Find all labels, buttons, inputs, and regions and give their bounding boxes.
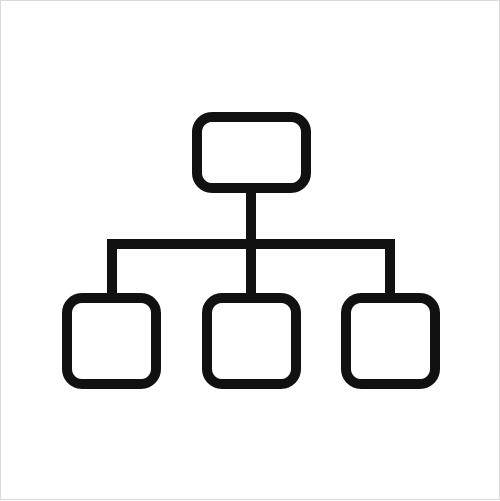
child-node-center-box [202, 293, 301, 389]
child-node-left-box [62, 293, 161, 389]
child-node-right-box [341, 293, 440, 389]
top-node-box [192, 112, 311, 193]
